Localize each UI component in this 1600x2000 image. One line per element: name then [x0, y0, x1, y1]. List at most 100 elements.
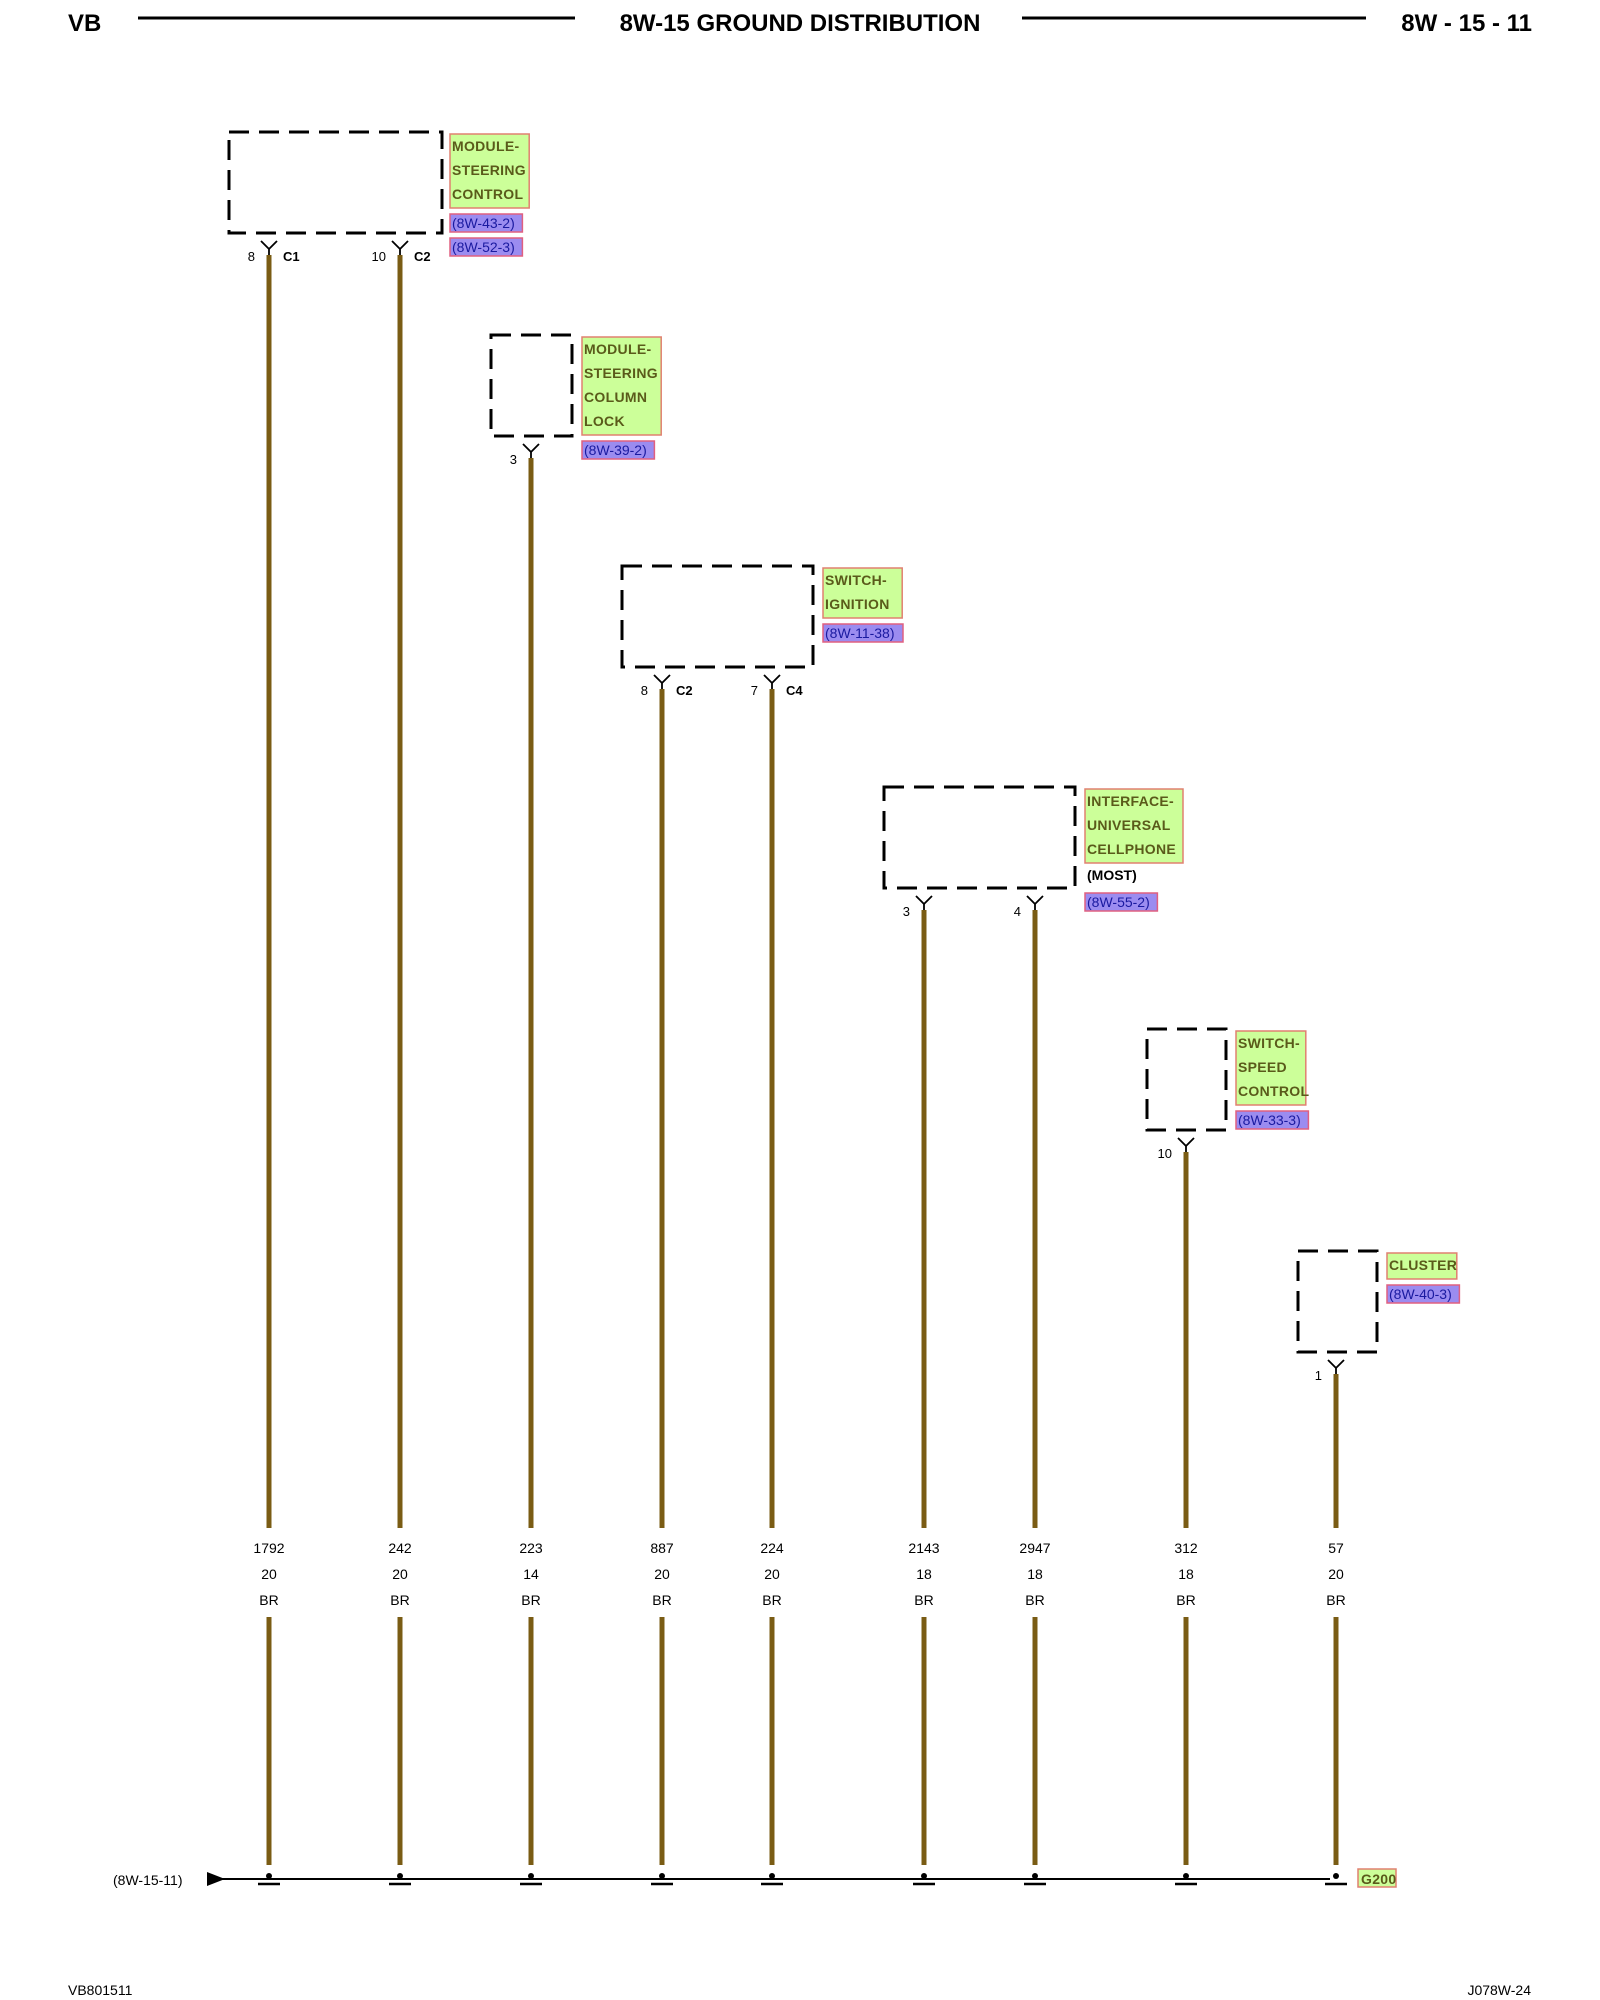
pin-connector-icon: [653, 674, 671, 689]
component-qualifier: (MOST): [1087, 867, 1137, 883]
ref-link[interactable]: (8W-39-2): [584, 442, 647, 458]
wire-color: BR: [259, 1592, 278, 1608]
wire-color: BR: [652, 1592, 671, 1608]
component-name-bg: [449, 133, 530, 209]
splice-dot-icon: [921, 1873, 927, 1879]
wire-color: BR: [1326, 1592, 1345, 1608]
pin-3: 3: [903, 895, 933, 919]
component-name-line: UNIVERSAL: [1087, 817, 1171, 833]
pin-connector-icon: [763, 674, 781, 689]
pin-3: 3: [510, 443, 540, 467]
splice-dot-icon: [397, 1873, 403, 1879]
component-cluster[interactable]: CLUSTER (8W-40-3) 1: [1296, 1249, 1461, 1383]
ref-link[interactable]: (8W-52-3): [452, 239, 515, 255]
footer-left: VB801511: [68, 1982, 133, 1998]
component-name-line: STEERING: [584, 365, 658, 381]
component-name-line: STEERING: [452, 162, 526, 178]
connector-id: C2: [414, 249, 431, 264]
pin-1: 1: [1315, 1359, 1345, 1383]
pin-number: 10: [372, 249, 386, 264]
ref-link-bg: [1084, 892, 1159, 912]
pin-number: 1: [1315, 1368, 1322, 1383]
component-name-line: CLUSTER: [1389, 1257, 1457, 1273]
pin-connector-icon: [1026, 895, 1044, 910]
pin-number: 8: [641, 683, 648, 698]
wire-gauge: 20: [261, 1566, 277, 1582]
header-right: 8W - 15 - 11: [1401, 10, 1532, 37]
ref-link[interactable]: (8W-40-3): [1389, 1286, 1452, 1302]
wire-gauge: 20: [654, 1566, 670, 1582]
splice-dot-icon: [1032, 1873, 1038, 1879]
pin-connector-icon: [915, 895, 933, 910]
wire-circuit: 887: [650, 1540, 674, 1556]
footer-right: J078W-24: [1467, 1982, 1531, 1998]
ref-link[interactable]: (8W-43-2): [452, 215, 515, 231]
wires: 179220BR24220BR22314BR88720BR22420BR2143…: [253, 255, 1347, 1886]
ref-link[interactable]: (8W-11-38): [825, 625, 895, 641]
connector-id: C1: [283, 249, 300, 264]
ground-bus-ref[interactable]: (8W-15-11): [113, 1872, 183, 1888]
component-cellphone-interface[interactable]: INTERFACE-UNIVERSALCELLPHONE(MOST)(8W-55…: [882, 785, 1184, 919]
component-name-line: CONTROL: [452, 186, 523, 202]
wire-color: BR: [1176, 1592, 1195, 1608]
wire-circuit: 1792: [253, 1540, 284, 1556]
component-name-bg: [1235, 1030, 1307, 1106]
splice-dot-icon: [1183, 1873, 1189, 1879]
ref-link-bg: [581, 440, 656, 460]
pin-connector-icon: [260, 240, 278, 255]
wire-color: BR: [1025, 1592, 1044, 1608]
header: VB 8W-15 GROUND DISTRIBUTION 8W - 15 - 1…: [68, 10, 1532, 37]
pin-connector-icon: [1177, 1137, 1195, 1152]
wire-gauge: 14: [523, 1566, 539, 1582]
pin-number: 8: [248, 249, 255, 264]
wire-gauge: 18: [1027, 1566, 1043, 1582]
ref-link[interactable]: (8W-33-3): [1238, 1112, 1301, 1128]
splice-dot-icon: [266, 1873, 272, 1879]
wire-circuit: 223: [519, 1540, 543, 1556]
component-name-line: IGNITION: [825, 596, 890, 612]
ref-link-bg: [1235, 1110, 1310, 1130]
footer: VB801511 J078W-24: [68, 1982, 1531, 1998]
pin-number: 7: [751, 683, 758, 698]
pin-number: 10: [1158, 1146, 1172, 1161]
component-name-line: COLUMN: [584, 389, 647, 405]
pin-10: 10: [1158, 1137, 1195, 1161]
component-name-line: SPEED: [1238, 1059, 1287, 1075]
component-box: [489, 333, 574, 438]
component-steering-control-module[interactable]: MODULE- STEERING CONTROL (8W-43-2) (8W-52-3)…: [227, 130, 530, 264]
wire-circuit: 2143: [908, 1540, 939, 1556]
component-name-bg: [1386, 1252, 1458, 1280]
pin-number: 4: [1014, 904, 1021, 919]
component-name-bg: [822, 567, 903, 619]
splice-dot-icon: [1333, 1873, 1339, 1879]
ref-link-bg: [449, 237, 524, 257]
ground-label-bg: [1357, 1868, 1397, 1888]
wire-circuit: 312: [1174, 1540, 1198, 1556]
component-box: [1145, 1027, 1228, 1132]
component-name-line: MODULE-: [452, 138, 519, 154]
pin-connector-icon: [1327, 1359, 1345, 1374]
component-box: [882, 785, 1077, 890]
ref-link[interactable]: (8W-55-2): [1087, 894, 1150, 910]
component-box: [1296, 1249, 1379, 1354]
wire-circuit: 224: [760, 1540, 784, 1556]
ground-label[interactable]: G200: [1361, 1871, 1396, 1887]
wire-color: BR: [390, 1592, 409, 1608]
component-name-line: CELLPHONE: [1087, 841, 1176, 857]
pin-number: 3: [903, 904, 910, 919]
component-name-line: LOCK: [584, 413, 625, 429]
